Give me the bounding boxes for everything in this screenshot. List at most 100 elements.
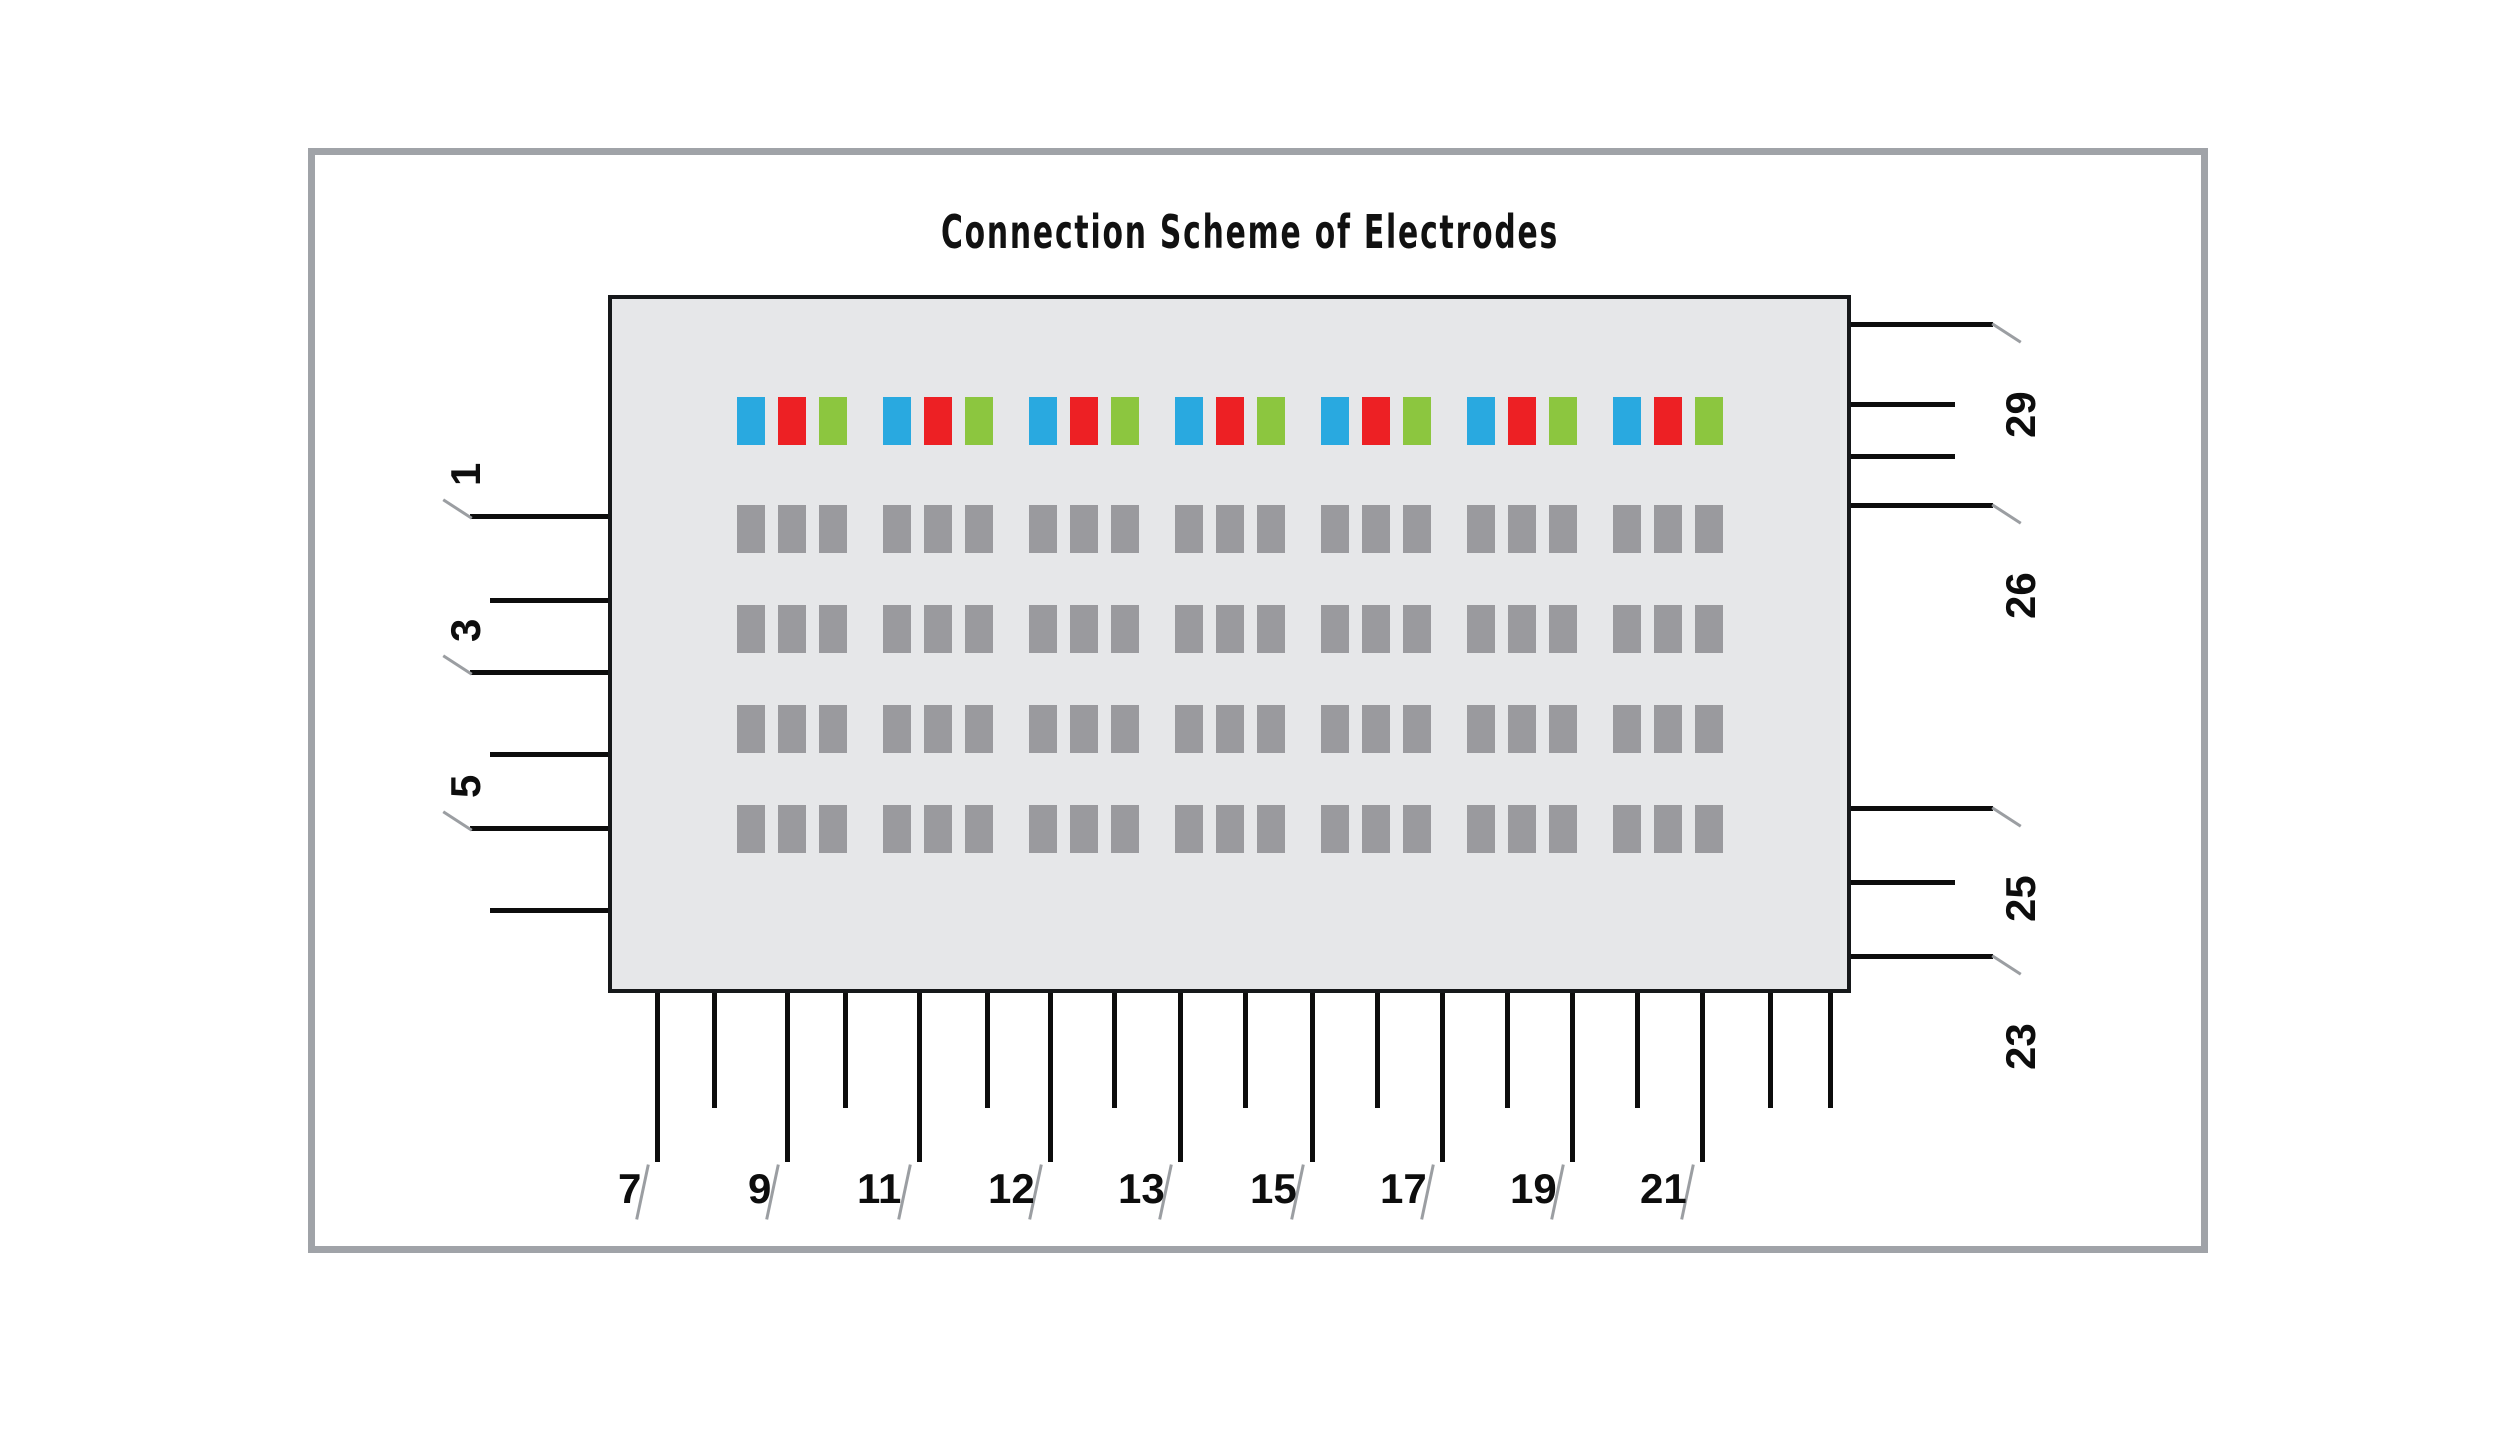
electrode-pad-gray: [1612, 805, 1641, 853]
electrode-group: [1174, 605, 1285, 653]
electrode-pad-red: [923, 397, 952, 445]
electrode-group: [1028, 397, 1139, 445]
pin-label-7: 7: [618, 1165, 642, 1212]
electrode-group: [1028, 705, 1139, 753]
electrode-pad-red: [1507, 397, 1536, 445]
electrode-group: [1466, 605, 1577, 653]
electrode-pad-gray: [1110, 805, 1139, 853]
electrode-row-gray-4: [612, 801, 1847, 857]
electrode-pad-red: [1215, 397, 1244, 445]
pin-label-15: 15: [1250, 1165, 1297, 1212]
electrode-group: [736, 397, 847, 445]
pin-line-right-26: [1851, 503, 1993, 508]
pin-label-21: 21: [1640, 1165, 1687, 1212]
pin-line-bottom-u17: [1768, 993, 1773, 1108]
electrode-pad-gray: [1028, 605, 1057, 653]
electrode-group: [1174, 705, 1285, 753]
electrode-pad-gray: [1320, 705, 1349, 753]
electrode-group: [882, 505, 993, 553]
electrode-pad-gray: [777, 605, 806, 653]
electrode-group: [736, 505, 847, 553]
electrode-pad-gray: [1466, 705, 1495, 753]
pin-line-bottom-17: [1440, 993, 1445, 1162]
electrode-group: [1174, 397, 1285, 445]
pin-line-bottom-13: [1178, 993, 1183, 1162]
electrode-pad-green: [1694, 397, 1723, 445]
electrode-pad-green: [1110, 397, 1139, 445]
electrode-pad-blue: [1466, 397, 1495, 445]
electrode-pad-gray: [1653, 505, 1682, 553]
pin-label-5: 5: [442, 774, 489, 798]
pin-line-bottom-9: [785, 993, 790, 1162]
electrode-pad-blue: [1174, 397, 1203, 445]
electrode-group: [736, 805, 847, 853]
electrode-pad-red: [1361, 397, 1390, 445]
electrode-pad-gray: [1466, 505, 1495, 553]
electrode-pad-green: [1402, 397, 1431, 445]
electrode-pad-gray: [818, 805, 847, 853]
pin-line-bottom-15: [1310, 993, 1315, 1162]
electrode-pad-gray: [1174, 805, 1203, 853]
electrode-pad-gray: [882, 505, 911, 553]
electrode-pad-gray: [964, 805, 993, 853]
electrode-pad-green: [1256, 397, 1285, 445]
electrode-pad-blue: [1320, 397, 1349, 445]
pin-line-right-25: [1851, 806, 1993, 811]
electrode-pad-gray: [818, 505, 847, 553]
electrode-pad-gray: [964, 705, 993, 753]
electrode-chip-body: [608, 295, 1851, 993]
electrode-pad-gray: [1402, 805, 1431, 853]
electrode-group: [1320, 705, 1431, 753]
electrode-group: [882, 397, 993, 445]
electrode-pad-gray: [1402, 705, 1431, 753]
electrode-pad-gray: [1069, 505, 1098, 553]
pin-label-23: 23: [1997, 1023, 2044, 1070]
pin-line-bottom-u11: [1375, 993, 1380, 1108]
pin-line-left-5: [470, 826, 608, 831]
pin-line-bottom-u15: [1635, 993, 1640, 1108]
electrode-group: [1320, 397, 1431, 445]
electrode-group: [736, 605, 847, 653]
pin-line-bottom-7: [655, 993, 660, 1162]
electrode-group: [882, 805, 993, 853]
electrode-pad-gray: [1256, 805, 1285, 853]
electrode-pad-gray: [923, 605, 952, 653]
electrode-pad-gray: [1653, 605, 1682, 653]
electrode-pad-gray: [1110, 505, 1139, 553]
electrode-pad-gray: [1215, 605, 1244, 653]
electrode-pad-gray: [1028, 805, 1057, 853]
pin-line-bottom-u3: [843, 993, 848, 1108]
electrode-pad-gray: [777, 705, 806, 753]
pin-line-left-1: [470, 514, 608, 519]
pin-line-bottom-u9: [1243, 993, 1248, 1108]
electrode-group: [1174, 805, 1285, 853]
pin-label-26: 26: [1997, 572, 2044, 619]
electrode-pad-gray: [1507, 605, 1536, 653]
electrode-row-gray-2: [612, 601, 1847, 657]
electrode-group: [736, 705, 847, 753]
electrode-pad-gray: [1548, 505, 1577, 553]
pin-label-13: 13: [1118, 1165, 1165, 1212]
electrode-pad-gray: [1612, 605, 1641, 653]
electrode-group: [1320, 805, 1431, 853]
electrode-group: [1174, 505, 1285, 553]
pin-line-bottom-19: [1570, 993, 1575, 1162]
pin-line-left-u1: [490, 598, 608, 603]
electrode-pad-gray: [1028, 705, 1057, 753]
electrode-group: [1466, 397, 1577, 445]
pin-line-bottom-21: [1700, 993, 1705, 1162]
electrode-pad-gray: [1320, 805, 1349, 853]
electrode-pad-gray: [1361, 705, 1390, 753]
electrode-pad-gray: [1256, 505, 1285, 553]
electrode-row-color: [612, 393, 1847, 449]
electrode-pad-gray: [923, 705, 952, 753]
pin-line-bottom-u7: [1112, 993, 1117, 1108]
electrode-pad-gray: [1694, 805, 1723, 853]
electrode-pad-gray: [964, 605, 993, 653]
electrode-pad-gray: [1174, 605, 1203, 653]
electrode-pad-gray: [1110, 705, 1139, 753]
electrode-pad-gray: [1548, 605, 1577, 653]
electrode-pad-gray: [736, 805, 765, 853]
pin-label-19: 19: [1510, 1165, 1557, 1212]
pin-label-17: 17: [1380, 1165, 1427, 1212]
